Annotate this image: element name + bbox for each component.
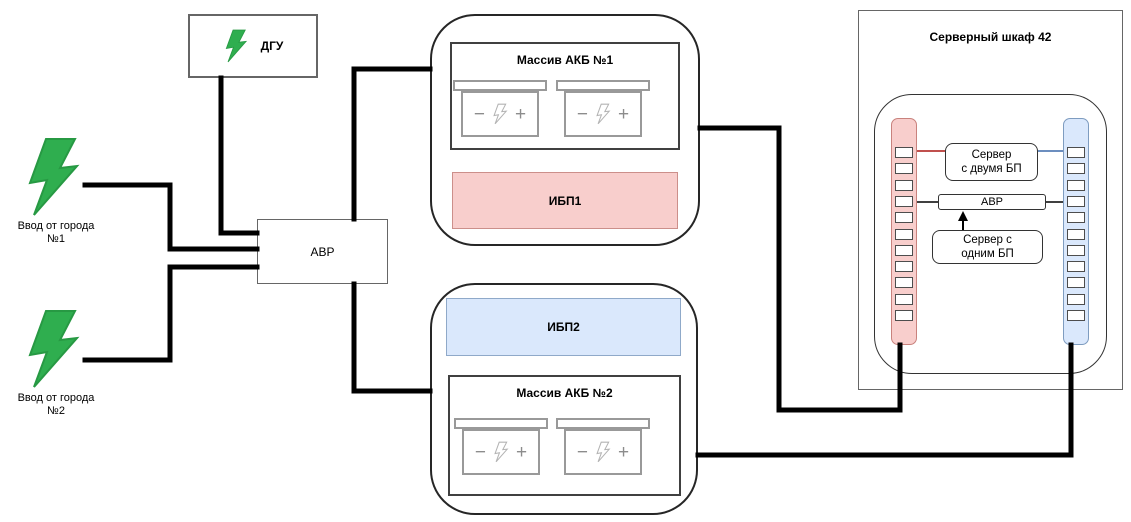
battery-icon: − +: [453, 80, 547, 137]
pdu-outlet: [1067, 212, 1085, 223]
server-single-psu-box: Сервер с одним БП: [932, 230, 1043, 264]
battery-plus: +: [515, 103, 527, 125]
battery-body: − +: [462, 429, 540, 475]
battery-lightning-icon: [596, 441, 611, 463]
pdu-outlet: [895, 245, 913, 256]
pdu-outlet: [895, 261, 913, 272]
ibp1-label: ИБП1: [548, 193, 582, 208]
server-dual-psu-box: Сервер с двумя БП: [945, 143, 1038, 181]
pdu-outlet: [1067, 277, 1085, 288]
rack-avr-box: АВР: [938, 194, 1046, 210]
battery-minus: −: [576, 103, 588, 125]
pdu-outlet: [895, 212, 913, 223]
pdu-b: [1063, 118, 1089, 345]
rack-title: Серверный шкаф 42: [929, 30, 1052, 44]
lightning-icon: [28, 138, 80, 216]
pdu-outlet: [895, 163, 913, 174]
pdu-outlet: [895, 277, 913, 288]
pdu-outlet: [1067, 163, 1085, 174]
pdu-outlet: [895, 310, 913, 321]
pdu-outlet: [1067, 196, 1085, 207]
battery-icon: − +: [556, 418, 650, 475]
wire-avr-ups2: [351, 281, 433, 394]
lightning-icon: [28, 310, 80, 388]
battery-lightning-icon: [494, 441, 509, 463]
wire-avr-ups1: [351, 66, 433, 222]
wire-city2-avr: [82, 264, 260, 363]
battery-lightning-icon: [493, 103, 508, 125]
pdu-outlet: [1067, 261, 1085, 272]
pdu-outlet: [895, 229, 913, 240]
ups2-container: ИБП2 Массив АКБ №2: [430, 283, 698, 515]
pdu-outlet: [1067, 245, 1085, 256]
battery-minus: −: [473, 103, 485, 125]
pdu-outlet: [1067, 310, 1085, 321]
avr-box: АВР: [257, 219, 388, 284]
battery-plus: +: [516, 441, 528, 463]
pdu-outlet: [1067, 294, 1085, 305]
ibp2-label: ИБП2: [547, 320, 580, 334]
pdu-outlet: [895, 147, 913, 158]
battery-lid: [556, 80, 650, 91]
battery-lid: [453, 80, 547, 91]
pdu-outlet: [1067, 229, 1085, 240]
akb1-title: Массив АКБ №1: [516, 53, 614, 67]
battery-plus: +: [618, 441, 630, 463]
battery-lid: [556, 418, 650, 429]
battery-icon: − +: [556, 80, 650, 137]
pdu-outlet: [1067, 180, 1085, 191]
dgu-box: ДГУ: [188, 14, 318, 78]
battery-body: − +: [564, 91, 642, 137]
akb2-title: Массив АКБ №2: [516, 386, 613, 400]
pdu-outlet: [895, 180, 913, 191]
city-input-2-label: Ввод от города №2: [17, 392, 95, 417]
city-input-1-label: Ввод от города №1: [17, 220, 95, 245]
battery-body: − +: [461, 91, 539, 137]
pdu-outlet: [895, 196, 913, 207]
rack-avr-label: АВР: [980, 196, 1003, 208]
battery-icon: − +: [454, 418, 548, 475]
battery-lid: [454, 418, 548, 429]
wire-dgu-avr: [218, 75, 260, 236]
lightning-icon: [225, 29, 247, 63]
pdu-outlet: [1067, 147, 1085, 158]
ibp2-box: ИБП2: [446, 298, 681, 356]
ibp1-box: ИБП1: [452, 172, 678, 229]
battery-minus: −: [576, 441, 588, 463]
avr-label: АВР: [310, 244, 335, 259]
battery-lightning-icon: [596, 103, 611, 125]
dgu-label: ДГУ: [260, 39, 284, 53]
pdu-outlet: [895, 294, 913, 305]
pdu-a: [891, 118, 917, 345]
battery-plus: +: [618, 103, 630, 125]
battery-minus: −: [474, 441, 486, 463]
battery-body: − +: [564, 429, 642, 475]
